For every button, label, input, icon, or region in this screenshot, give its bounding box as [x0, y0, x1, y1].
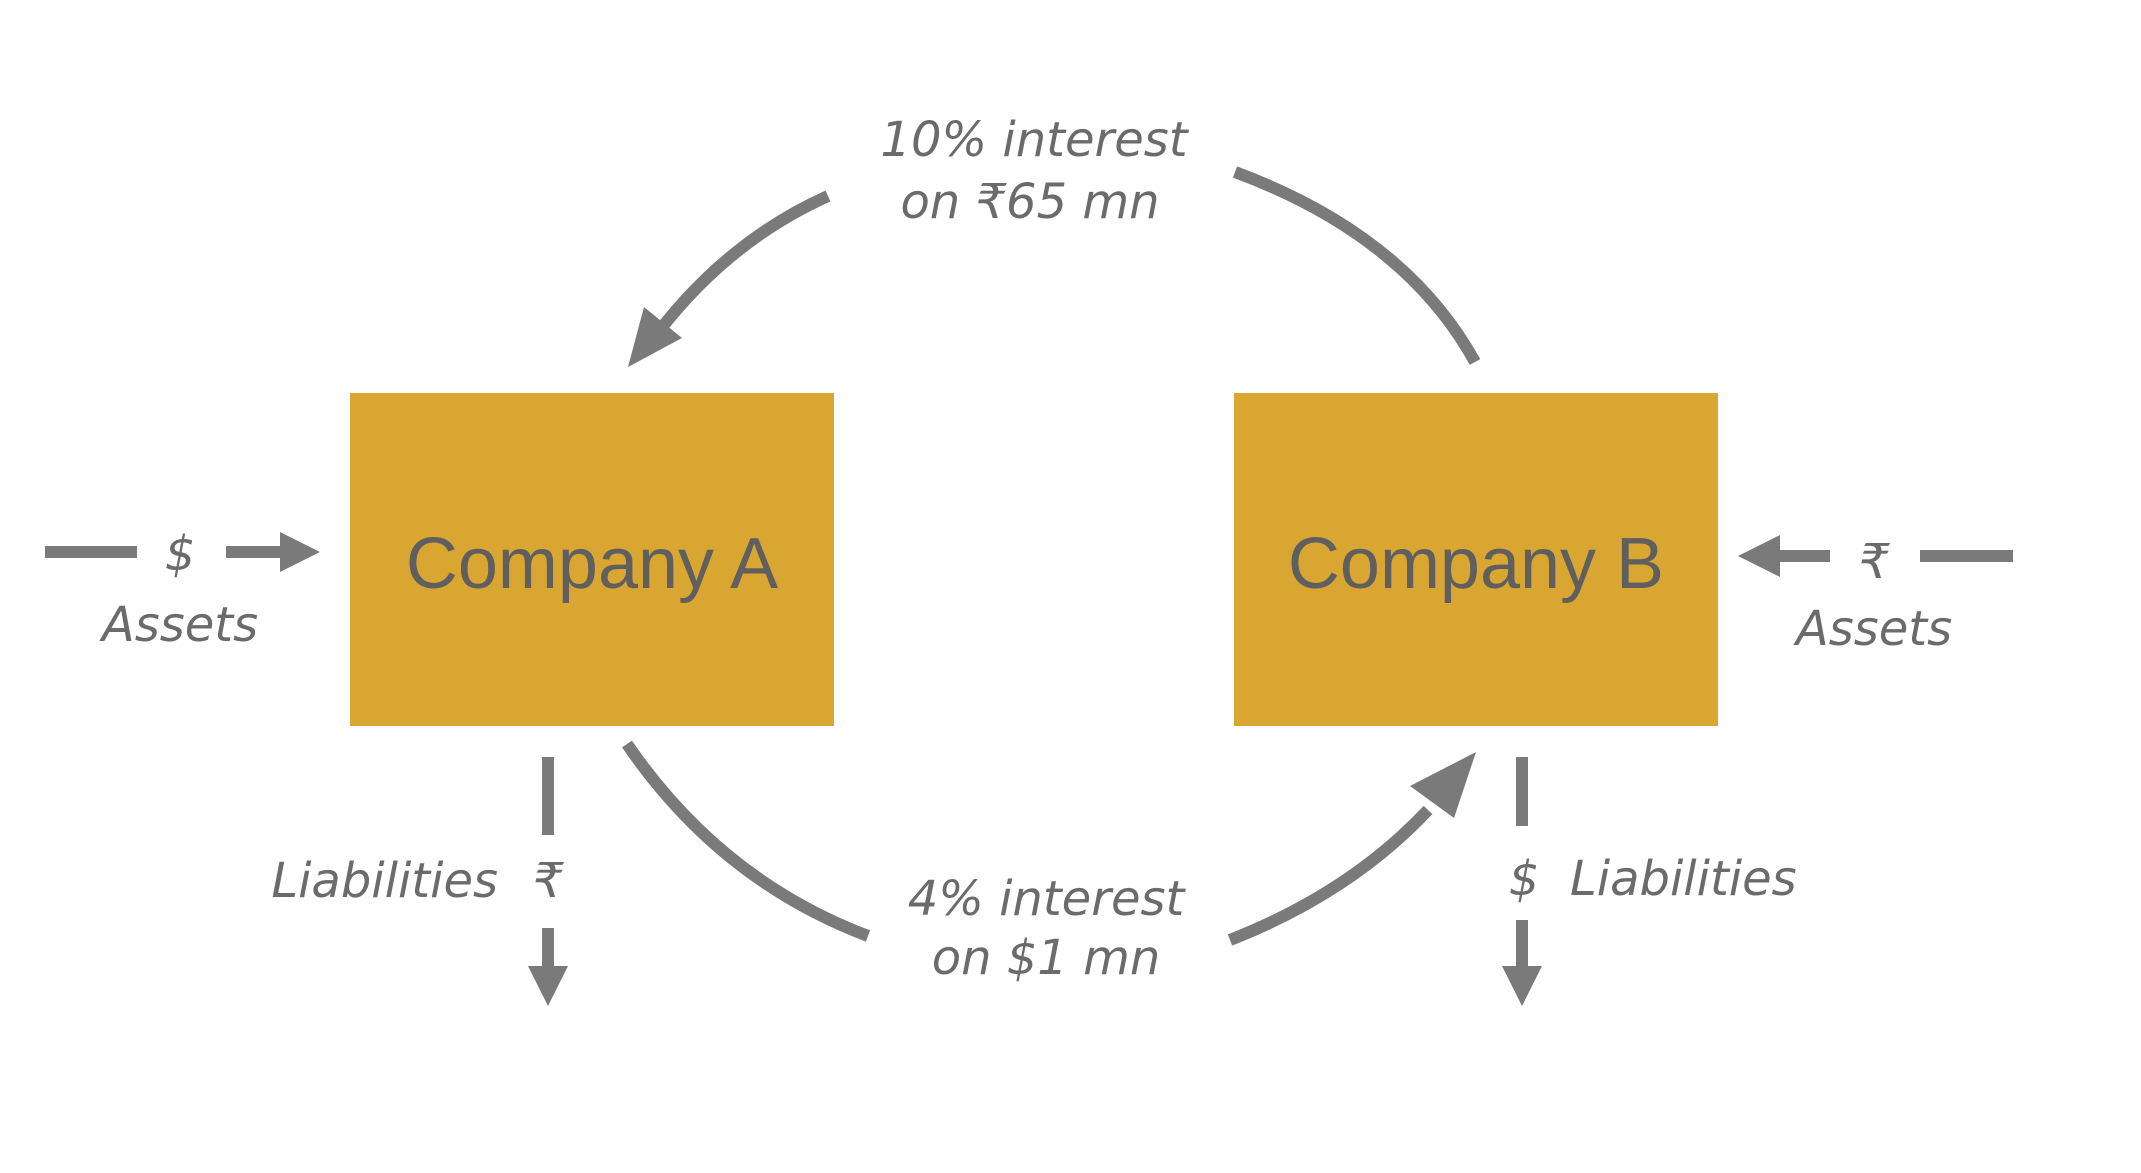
company-b-label: Company B: [1288, 524, 1664, 604]
b-liabilities-arrow-head: [1502, 966, 1542, 1006]
a-liabilities-currency: ₹: [533, 853, 565, 909]
company-b-box: [1234, 393, 1718, 726]
b-liabilities-currency: $: [1509, 851, 1540, 907]
bottom-arc-left: [622, 740, 871, 942]
a-liabilities-arrow-head: [528, 966, 568, 1006]
b-assets-arrow-head: [1738, 535, 1780, 577]
bottom-arc-right: [1227, 805, 1433, 946]
bottom-flow-line2: on $1 mn: [932, 930, 1161, 986]
top-flow-line2: on ₹65 mn: [900, 174, 1159, 230]
bottom-arrow-head: [1410, 752, 1476, 818]
a-assets-arrow-head: [280, 532, 320, 572]
company-a-box: [350, 393, 834, 726]
top-arc-left: [655, 190, 831, 334]
b-assets-currency: ₹: [1859, 534, 1891, 590]
b-assets-label: Assets: [1793, 601, 1952, 657]
b-liabilities-label: Liabilities: [1570, 851, 1797, 907]
a-assets-currency: $: [165, 526, 196, 582]
bottom-flow-line1: 4% interest: [908, 871, 1187, 927]
a-liabilities-label: Liabilities: [271, 853, 498, 909]
top-arrow-head: [628, 307, 682, 367]
a-assets-label: Assets: [99, 597, 258, 653]
company-a-label: Company A: [406, 524, 778, 604]
top-arc-right: [1232, 166, 1481, 365]
top-flow-line1: 10% interest: [880, 112, 1189, 168]
